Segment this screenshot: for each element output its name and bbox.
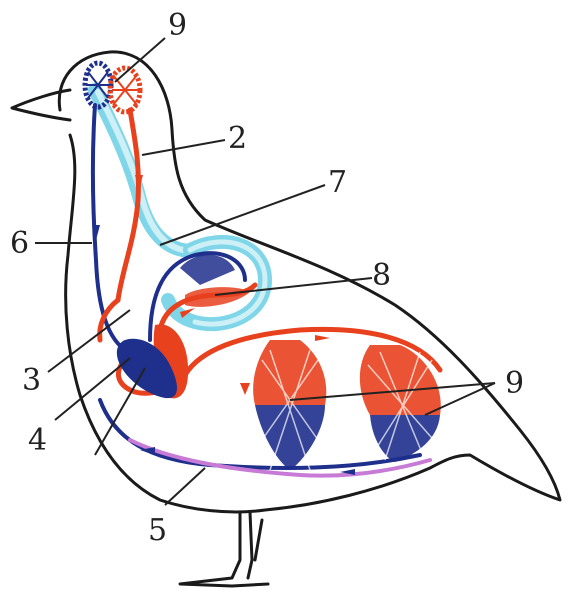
body-capillary-2-vein [370,415,440,462]
body-capillary-1-artery [253,340,326,405]
arrow-aorta [315,335,330,341]
body-capillaries [253,340,441,470]
beak [12,90,70,120]
leader-4 [55,358,130,420]
label-2: 2 [228,121,247,156]
label-8: 8 [372,258,391,293]
leader-2 [142,140,225,155]
leader-8 [215,278,372,295]
label-4: 4 [28,423,47,458]
label-6: 6 [10,226,29,261]
leader-9-head [115,38,165,82]
label-3: 3 [22,363,41,398]
lung-capillary-artery [185,287,250,307]
arrow-capillary [240,383,250,395]
leg-left [180,512,268,586]
label-9-body: 9 [505,366,524,401]
body-capillary-1-vein [255,405,325,470]
leader-5 [165,468,205,505]
label-7: 7 [328,165,347,200]
label-9-head: 9 [168,8,187,43]
label-5: 5 [148,513,167,548]
leg-right [248,512,262,578]
